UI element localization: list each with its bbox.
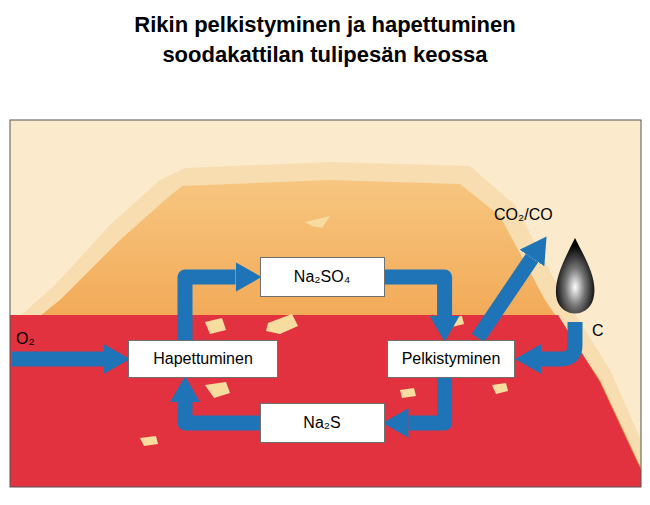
black-liquor-drop: [556, 238, 595, 314]
carbon-label: C: [592, 322, 604, 340]
gas-arrow: [478, 258, 532, 338]
compound-box: Na₂S: [260, 403, 385, 443]
compound-box: Na₂SO₄: [260, 257, 385, 297]
title: Rikin pelkistyminen ja hapettuminen sood…: [105, 10, 545, 70]
oxygen-label: O₂: [16, 330, 35, 348]
cycle-arrow: [185, 402, 260, 423]
cycle-arrow: [185, 277, 236, 340]
hot-zone: [10, 315, 641, 487]
node-text: Pelkistyminen: [402, 350, 501, 368]
sky-ground: [10, 120, 641, 487]
node-text: Na₂SO₄: [294, 268, 350, 286]
process-box: Hapettuminen: [128, 340, 278, 378]
oxygen-arrow: [12, 352, 104, 367]
cycle-arrow: [409, 378, 445, 423]
gas-label: CO₂/CO: [494, 206, 553, 224]
frame: [10, 120, 641, 487]
glow: [10, 162, 641, 487]
process-box: Pelkistyminen: [387, 340, 515, 378]
char-bed: [10, 180, 641, 487]
node-text: Hapettuminen: [153, 350, 253, 368]
carbon-arrow: [541, 322, 575, 359]
cycle-arrow: [385, 277, 445, 316]
smelt-flakes: [140, 216, 508, 446]
node-text: Na₂S: [303, 414, 340, 432]
